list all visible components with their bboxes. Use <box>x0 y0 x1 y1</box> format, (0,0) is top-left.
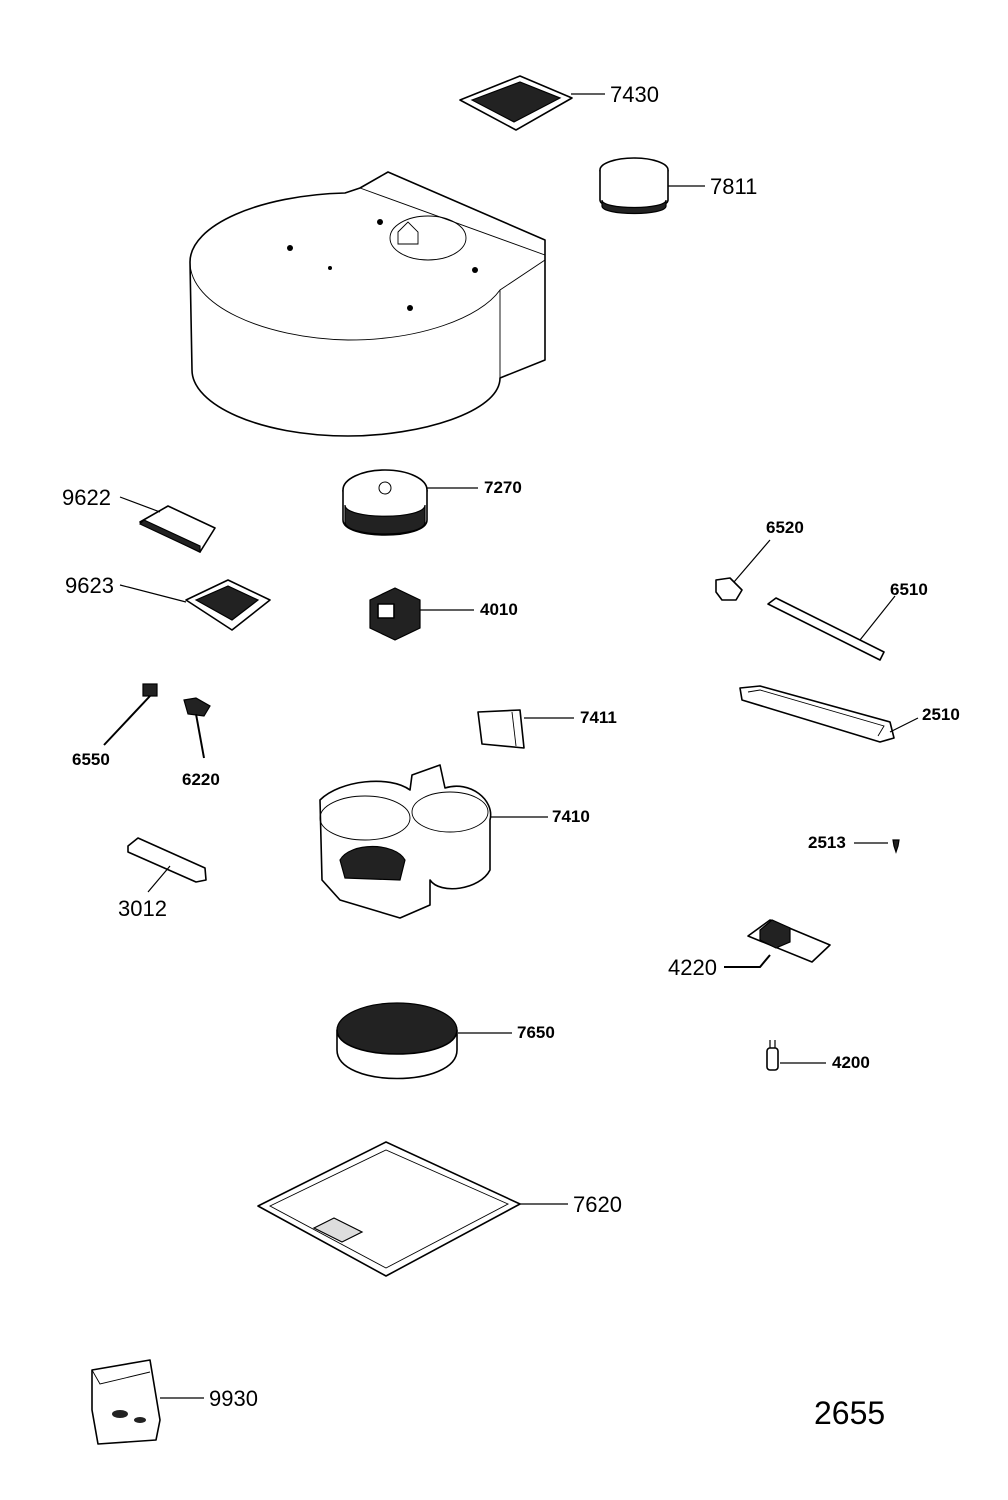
label-6550: 6550 <box>72 750 110 769</box>
label-4200: 4200 <box>832 1053 870 1072</box>
part-7411[interactable]: 7411 <box>477 708 617 749</box>
label-9623: 9623 <box>65 573 114 598</box>
part-4220[interactable]: 4220 <box>668 919 831 980</box>
part-4200[interactable]: 4200 <box>766 1040 870 1072</box>
part-7270[interactable]: 7270 <box>342 469 522 536</box>
label-2510: 2510 <box>922 705 960 724</box>
part-7620[interactable]: 7620 <box>257 1141 622 1277</box>
part-6550[interactable]: 6550 <box>72 683 158 769</box>
part-9930[interactable]: 9930 <box>91 1359 258 1445</box>
part-9622[interactable]: 9622 <box>62 485 216 553</box>
part-7430[interactable]: 7430 <box>459 75 659 131</box>
part-6220[interactable]: 6220 <box>182 697 220 789</box>
label-9930: 9930 <box>209 1386 258 1411</box>
part-7650[interactable]: 7650 <box>336 1002 555 1080</box>
label-7410: 7410 <box>552 807 590 826</box>
label-2513: 2513 <box>808 833 846 852</box>
label-6510: 6510 <box>890 580 928 599</box>
label-4010: 4010 <box>480 600 518 619</box>
part-2510[interactable]: 2510 <box>739 685 960 743</box>
part-7811[interactable]: 7811 <box>599 157 757 215</box>
label-6220: 6220 <box>182 770 220 789</box>
label-7620: 7620 <box>573 1192 622 1217</box>
part-6510[interactable]: 6510 <box>767 580 928 661</box>
label-3012: 3012 <box>118 896 167 921</box>
part-2513[interactable]: 2513 <box>808 833 900 854</box>
label-7811: 7811 <box>710 174 757 199</box>
diagram-number: 2655 <box>814 1395 885 1431</box>
part-9623[interactable]: 9623 <box>65 573 271 631</box>
part-3012[interactable]: 3012 <box>118 837 207 921</box>
label-7411: 7411 <box>580 708 617 727</box>
label-9622: 9622 <box>62 485 111 510</box>
hood-body <box>189 171 546 437</box>
label-4220: 4220 <box>668 955 717 980</box>
part-4010[interactable]: 4010 <box>369 587 518 641</box>
label-7650: 7650 <box>517 1023 555 1042</box>
part-6520[interactable]: 6520 <box>715 518 804 601</box>
label-7430: 7430 <box>610 82 659 107</box>
label-7270: 7270 <box>484 478 522 497</box>
part-7410[interactable]: 7410 <box>319 764 590 919</box>
label-6520: 6520 <box>766 518 804 537</box>
